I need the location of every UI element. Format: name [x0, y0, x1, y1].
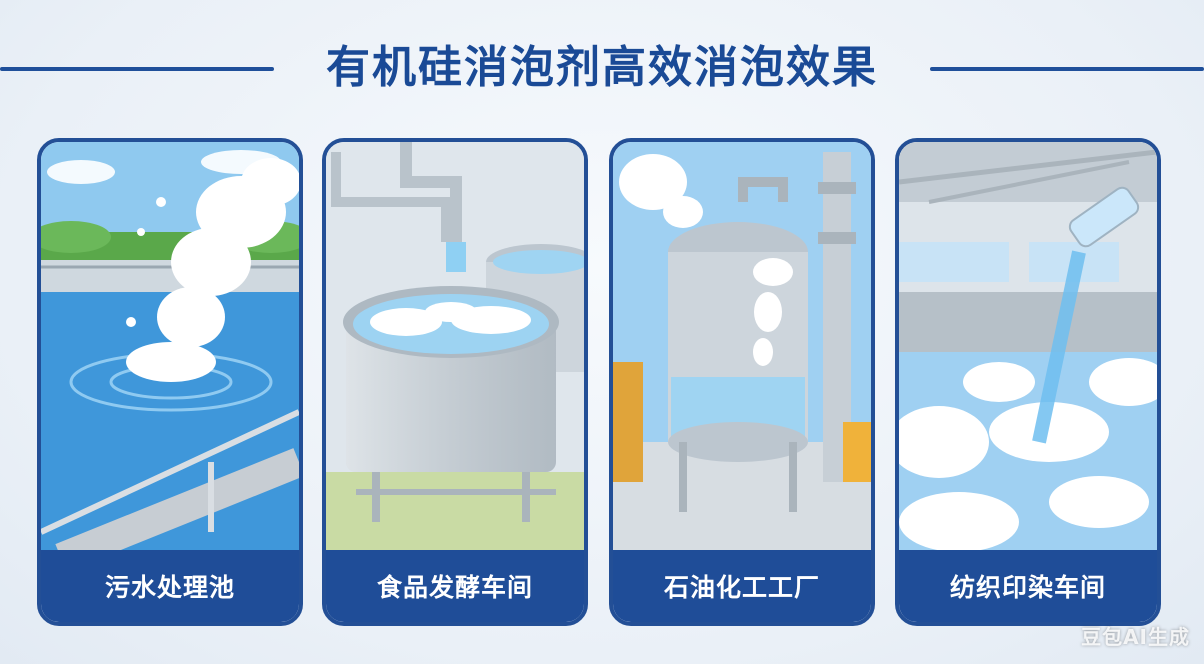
watermark-text: 豆包AI生成 — [1081, 625, 1190, 649]
title-divider-left — [0, 67, 274, 71]
petrochemical-plant-illustration — [613, 142, 871, 558]
page-title: 有机硅消泡剂高效消泡效果 — [326, 42, 878, 93]
card-label-bar: 石油化工工厂 — [613, 550, 871, 622]
card-food-fermentation: 食品发酵车间 — [322, 138, 588, 626]
title-divider-right — [930, 67, 1204, 71]
card-label-bar: 纺织印染车间 — [899, 550, 1157, 622]
card-petrochemical-plant: 石油化工工厂 — [609, 138, 875, 626]
card-label-bar: 食品发酵车间 — [326, 550, 584, 622]
title-section: 有机硅消泡剂高效消泡效果 — [0, 38, 1204, 98]
card-label-food-fermentation: 食品发酵车间 — [376, 573, 533, 602]
card-label-petrochemical-plant: 石油化工工厂 — [663, 573, 820, 602]
card-textile-dyeing: 纺织印染车间 — [895, 138, 1161, 626]
card-label-textile-dyeing: 纺织印染车间 — [949, 573, 1106, 602]
sewage-pool-illustration — [41, 142, 299, 558]
card-label-bar: 污水处理池 — [41, 550, 299, 622]
textile-dyeing-illustration — [899, 142, 1157, 558]
card-label-sewage-pool: 污水处理池 — [104, 573, 235, 602]
food-fermentation-illustration — [326, 142, 584, 558]
card-sewage-pool: 污水处理池 — [37, 138, 303, 626]
